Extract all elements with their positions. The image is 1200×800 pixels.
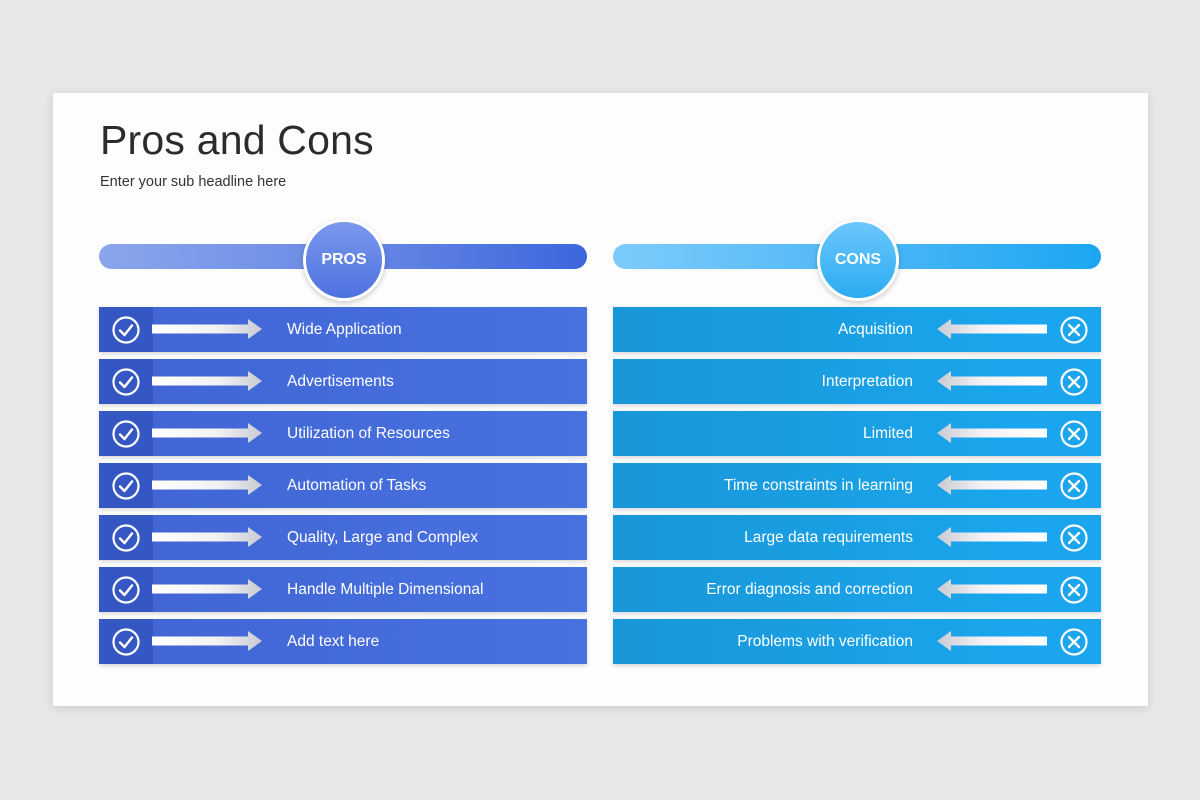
pros-item: Automation of Tasks	[99, 463, 587, 508]
page-subtitle: Enter your sub headline here	[100, 174, 287, 190]
arrow-left-icon	[937, 423, 1047, 443]
check-circle-icon	[99, 619, 153, 664]
check-circle-icon	[99, 463, 153, 508]
check-circle-icon	[99, 411, 153, 456]
pros-item: Handle Multiple Dimensional	[99, 567, 587, 612]
pros-item-label: Wide Application	[287, 321, 402, 338]
arrow-right-icon	[152, 527, 262, 547]
arrow-left-icon	[937, 475, 1047, 495]
x-circle-icon	[1047, 411, 1101, 456]
x-circle-icon	[1047, 463, 1101, 508]
x-circle-icon	[1047, 515, 1101, 560]
x-circle-icon	[1047, 619, 1101, 664]
pros-item-label: Utilization of Resources	[287, 425, 450, 442]
cons-item-label: Large data requirements	[744, 529, 913, 546]
pros-item-label: Add text here	[287, 633, 380, 650]
cons-item-label: Acquisition	[838, 321, 913, 338]
pros-item: Advertisements	[99, 359, 587, 404]
cons-item: Large data requirements	[613, 515, 1101, 560]
cons-item: Acquisition	[613, 307, 1101, 352]
arrow-right-icon	[152, 475, 262, 495]
x-circle-icon	[1047, 359, 1101, 404]
check-circle-icon	[99, 515, 153, 560]
check-circle-icon	[99, 307, 153, 352]
arrow-left-icon	[937, 631, 1047, 651]
arrow-right-icon	[152, 319, 262, 339]
cons-item-label: Interpretation	[821, 373, 913, 390]
pros-item: Wide Application	[99, 307, 587, 352]
x-circle-icon	[1047, 567, 1101, 612]
cons-item: Time constraints in learning	[613, 463, 1101, 508]
arrow-left-icon	[937, 527, 1047, 547]
arrow-right-icon	[152, 423, 262, 443]
cons-header-badge: CONS	[817, 219, 899, 301]
slide: Pros and Cons Enter your sub headline he…	[53, 93, 1148, 706]
pros-header-badge: PROS	[303, 219, 385, 301]
page-title: Pros and Cons	[100, 117, 374, 163]
arrow-left-icon	[937, 371, 1047, 391]
cons-item: Error diagnosis and correction	[613, 567, 1101, 612]
arrow-right-icon	[152, 631, 262, 651]
pros-item: Add text here	[99, 619, 587, 664]
arrow-right-icon	[152, 579, 262, 599]
check-circle-icon	[99, 567, 153, 612]
cons-item-label: Limited	[863, 425, 913, 442]
x-circle-icon	[1047, 307, 1101, 352]
arrow-right-icon	[152, 371, 262, 391]
pros-item-label: Handle Multiple Dimensional	[287, 581, 484, 598]
cons-item: Interpretation	[613, 359, 1101, 404]
arrow-left-icon	[937, 579, 1047, 599]
pros-item: Quality, Large and Complex	[99, 515, 587, 560]
arrow-left-icon	[937, 319, 1047, 339]
pros-item: Utilization of Resources	[99, 411, 587, 456]
cons-item-label: Error diagnosis and correction	[706, 581, 913, 598]
pros-item-label: Automation of Tasks	[287, 477, 427, 494]
cons-item: Problems with verification	[613, 619, 1101, 664]
cons-item-label: Time constraints in learning	[724, 477, 913, 494]
cons-item-label: Problems with verification	[737, 633, 913, 650]
cons-item: Limited	[613, 411, 1101, 456]
pros-item-label: Advertisements	[287, 373, 394, 390]
pros-item-label: Quality, Large and Complex	[287, 529, 478, 546]
check-circle-icon	[99, 359, 153, 404]
